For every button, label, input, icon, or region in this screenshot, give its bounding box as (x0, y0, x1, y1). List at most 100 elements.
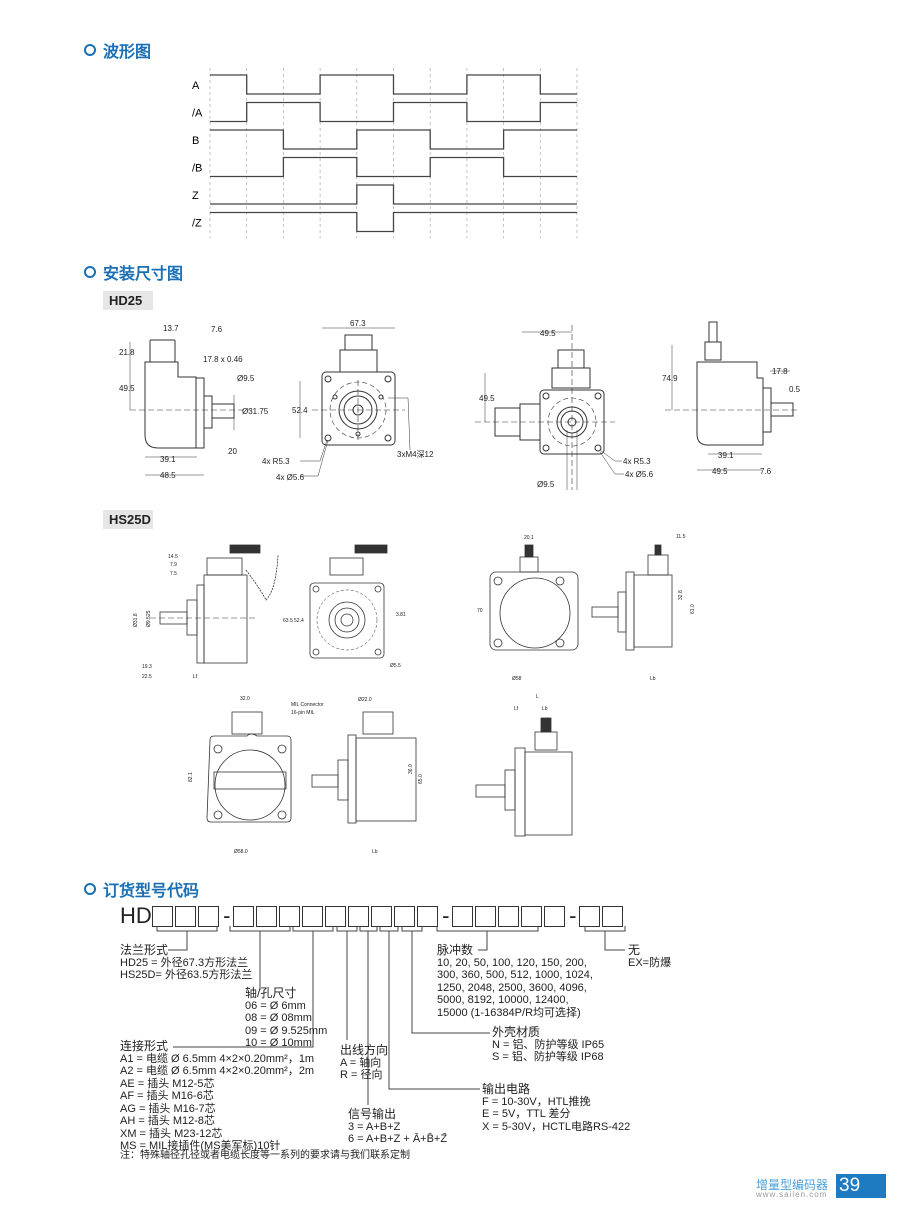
dim-label: 16-pin MIL (291, 710, 315, 716)
pulses-title: 脉冲数 (437, 943, 474, 957)
dim-label: 3xM4深12 (397, 450, 434, 459)
code-bracket (359, 926, 378, 932)
direction-title: 出线方向 (340, 1043, 389, 1057)
info-line: F = 10-30V，HTL推挽 (482, 1095, 591, 1108)
dim-label: 65.0 (418, 774, 424, 784)
section-title: 安装尺寸图 (103, 266, 184, 283)
code-box (520, 905, 542, 927)
code-box (451, 905, 473, 927)
hs25d-mil-side-view: Ø22.0 36.0 65.0 Lb (311, 697, 424, 855)
section-title: 波形图 (103, 44, 152, 61)
dim-label: 21.8 (119, 348, 135, 357)
section-title: 订货型号代码 (103, 883, 200, 900)
dim-label: 32.8 (678, 590, 684, 600)
dim-label: 52.4 (294, 618, 304, 624)
code-box (474, 905, 496, 927)
footer-url: www.sailen.com (756, 1190, 828, 1199)
info-line: A = 轴向 (340, 1056, 382, 1069)
dim-label: 49.5 (479, 394, 495, 403)
hd25-side-view: 13.7 7.6 21.8 17.8 x 0.46 49.5 Ø9.5 Ø31.… (119, 324, 269, 480)
info-line: XM = 插头 M23-12芯 (120, 1127, 223, 1140)
dim-label: Ø22.0 (358, 697, 372, 703)
info-line: MS = MIL接插件(MS美军标)10针 (120, 1140, 281, 1152)
circle-bullet-icon (84, 44, 96, 56)
dim-label: 49.5 (712, 467, 728, 476)
code-box (416, 905, 438, 927)
section-waveform: 波形图 (84, 38, 151, 62)
dim-label: Ø5.5 (390, 663, 401, 669)
hd25-front-view: 67.3 52.4 3xM4深12 4x R5.3 4x Ø5.6 (262, 319, 434, 482)
code-box (301, 905, 323, 927)
code-bracket (436, 926, 539, 932)
hd25-radial-side-view: 74.9 17.8 0.5 39.1 49.5 7.6 (662, 321, 801, 476)
code-box (255, 905, 277, 927)
signal-label: /B (192, 163, 202, 175)
signal-waveform (210, 184, 577, 205)
info-line: 1250, 2048, 2500, 3600, 4096, (437, 981, 587, 994)
dim-label: 74.9 (662, 374, 678, 383)
dim-label: Lb (542, 706, 548, 712)
dimension-drawings: 13.7 7.6 21.8 17.8 x 0.46 49.5 Ø9.5 Ø31.… (119, 319, 801, 855)
dim-label: 17.8 x 0.46 (203, 355, 243, 364)
code-box (578, 905, 600, 927)
code-box (393, 905, 415, 927)
signal-waveform (210, 101, 577, 123)
info-line: AE = 插头 M12-5芯 (120, 1077, 215, 1090)
code-box (151, 905, 173, 927)
code-bracket (292, 926, 334, 932)
dim-label: 7.6 (211, 325, 223, 334)
flange-title: 法兰形式 (120, 943, 169, 957)
code-bracket (156, 926, 218, 932)
dim-label: 13.7 (163, 324, 179, 333)
code-bracket (379, 926, 399, 932)
info-line: HD25 = 外径67.3方形法兰 (120, 956, 249, 969)
hs25d-side-view: 14.5 7.9 7.5 Ø31.8 Ø9.525 19.3 22.5 Lf (133, 544, 279, 680)
signal-label: A (192, 80, 200, 92)
note: 注：特殊轴径孔径或者电缆长度等一系列的要求请与我们联系定制 (120, 1150, 410, 1161)
info-line: 10 = Ø 10mm (245, 1037, 312, 1049)
info-line: AG = 插头 M16-7芯 (120, 1102, 216, 1115)
dim-label: 20.1 (524, 535, 534, 541)
dim-label: 7.5 (170, 571, 177, 577)
info-line: 08 = Ø 08mm (245, 1012, 312, 1024)
dim-label: Ø58.0 (234, 849, 248, 855)
info-line: 10, 20, 50, 100, 120, 150, 200, (437, 956, 587, 969)
dim-label: 39.1 (718, 451, 734, 460)
dim-label: 39.1 (160, 455, 176, 464)
code-box (232, 905, 254, 927)
circuit-title: 输出电路 (482, 1082, 531, 1096)
dim-label: 7.9 (170, 562, 177, 568)
info-line: HS25D= 外径63.5方形法兰 (120, 969, 253, 981)
dim-label: 4x Ø5.6 (625, 470, 654, 479)
shaft-title: 轴/孔尺寸 (245, 986, 297, 1000)
dim-label: Lb (650, 676, 656, 682)
dim-label: 14.5 (168, 554, 178, 560)
info-line: A1 = 电缆 Ø 6.5mm 4×2×0.20mm²，1m (120, 1052, 315, 1065)
signal-waveform (210, 211, 577, 233)
connection-title: 连接形式 (120, 1039, 169, 1053)
info-line: 5000, 8192, 10000, 12400, (437, 994, 569, 1006)
dim-label: 48.5 (160, 471, 176, 480)
hs25d-front-view: 63.5 52.4 3.81 Ø5.5 (283, 544, 406, 669)
dim-label: 61.0 (690, 604, 696, 614)
code-box (324, 905, 346, 927)
code-box (370, 905, 392, 927)
dim-label: 52.4 (292, 406, 308, 415)
signal-waveform (210, 156, 577, 178)
signal-label: /A (192, 108, 203, 120)
signal-title: 信号输出 (348, 1107, 397, 1121)
info-line: 09 = Ø 9.525mm (245, 1024, 328, 1037)
dim-label: Lf (514, 706, 519, 712)
hs25d-length-view: L Lf Lb (475, 694, 573, 837)
info-line: N = 铝、防护等级 IP65 (492, 1038, 605, 1051)
ex-title: 无 (628, 943, 641, 957)
info-line: AH = 插头 M12-8芯 (120, 1115, 216, 1127)
code-separator: - (569, 903, 577, 928)
dim-label: 11.5 (676, 534, 686, 540)
info-line: S = 铝、防护等级 IP68 (492, 1051, 604, 1063)
model-label-hs25d: HS25D (103, 510, 153, 529)
